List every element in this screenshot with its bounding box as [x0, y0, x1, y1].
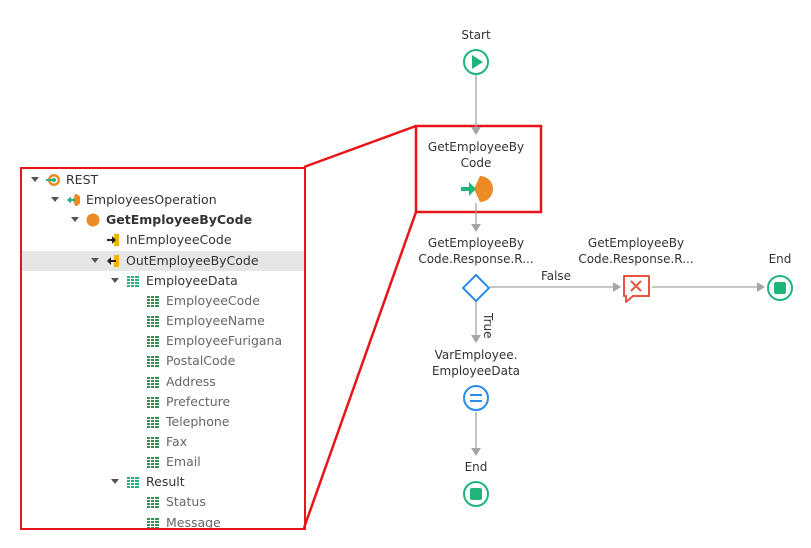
tree-item-email[interactable]: Email [22, 452, 304, 472]
tree-item-telephone[interactable]: Telephone [22, 412, 304, 432]
false-branch-label: False [540, 269, 572, 283]
end-node-bottom[interactable] [463, 481, 489, 507]
tree-item-label: EmployeesOperation [86, 192, 217, 208]
tree-item-label: GetEmployeeByCode [106, 212, 253, 228]
tree-item-address[interactable]: Address [22, 372, 304, 392]
tree-item-getemployeebycode[interactable]: GetEmployeeByCode [22, 210, 304, 230]
tree-item-label: PostalCode [166, 353, 236, 369]
tree-item-label: Message [166, 514, 221, 530]
tree-item-outemployeebycode[interactable]: OutEmployeeByCode [22, 250, 304, 271]
tree-item-label: EmployeeData [146, 272, 238, 288]
tree-item-label: EmployeeCode [166, 292, 260, 308]
start-node[interactable] [463, 49, 489, 75]
tree-item-status[interactable]: Status [22, 492, 304, 512]
tree-item-label: Email [166, 454, 201, 470]
tree-item-employeesoperation[interactable]: EmployeesOperation [22, 190, 304, 210]
expand-toggle-icon[interactable] [71, 217, 79, 223]
tree-item-label: EmployeeFurigana [166, 333, 283, 349]
tree-item-prefecture[interactable]: Prefecture [22, 392, 304, 412]
assign-node-icon[interactable] [463, 385, 489, 411]
tree-item-employeename[interactable]: EmployeeName [22, 311, 304, 331]
tree-item-employeefurigana[interactable]: EmployeeFurigana [22, 331, 304, 351]
tree-item-label: InEmployeeCode [126, 232, 232, 248]
tree-item-fax[interactable]: Fax [22, 432, 304, 452]
tree-item-label: Address [166, 373, 216, 389]
tree-item-message[interactable]: Message [22, 513, 304, 530]
expand-toggle-icon[interactable] [111, 277, 119, 283]
tree-item-label: OutEmployeeByCode [126, 252, 259, 268]
tree-item-label: REST [66, 172, 99, 187]
tree-item-employeedata[interactable]: EmployeeData [22, 271, 304, 291]
expand-toggle-icon[interactable] [51, 197, 59, 203]
tree-item-postalcode[interactable]: PostalCode [22, 351, 304, 371]
tree-item-label: Status [166, 494, 206, 510]
tree-item-employeecode[interactable]: EmployeeCode [22, 291, 304, 311]
tree-item-rest[interactable]: REST [22, 170, 304, 190]
end-bottom-label: End [464, 460, 488, 474]
tree-item-result[interactable]: Result [22, 472, 304, 492]
end-right-label: End [768, 252, 792, 266]
true-branch-label: True [481, 313, 495, 339]
expand-toggle-icon[interactable] [31, 177, 39, 182]
expand-toggle-icon[interactable] [91, 257, 99, 263]
tree-item-inemployeecode[interactable]: InEmployeeCode [22, 230, 304, 250]
expand-toggle-icon[interactable] [111, 479, 119, 485]
if-node-diamond-icon[interactable] [461, 273, 491, 303]
rest-call-node-icon[interactable] [461, 176, 493, 202]
tree-item-label: Fax [166, 433, 188, 449]
assign-label: VarEmployee.EmployeeData [431, 348, 521, 378]
tree-item-label: Telephone [166, 413, 230, 429]
raise-exception-node-icon[interactable] [623, 275, 650, 303]
start-label: Start [461, 28, 491, 42]
tree-item-label: Result [146, 474, 185, 490]
tree-item-label: EmployeeName [166, 313, 265, 329]
tree-item-label: Prefecture [166, 393, 231, 409]
end-node-right[interactable] [767, 275, 793, 301]
